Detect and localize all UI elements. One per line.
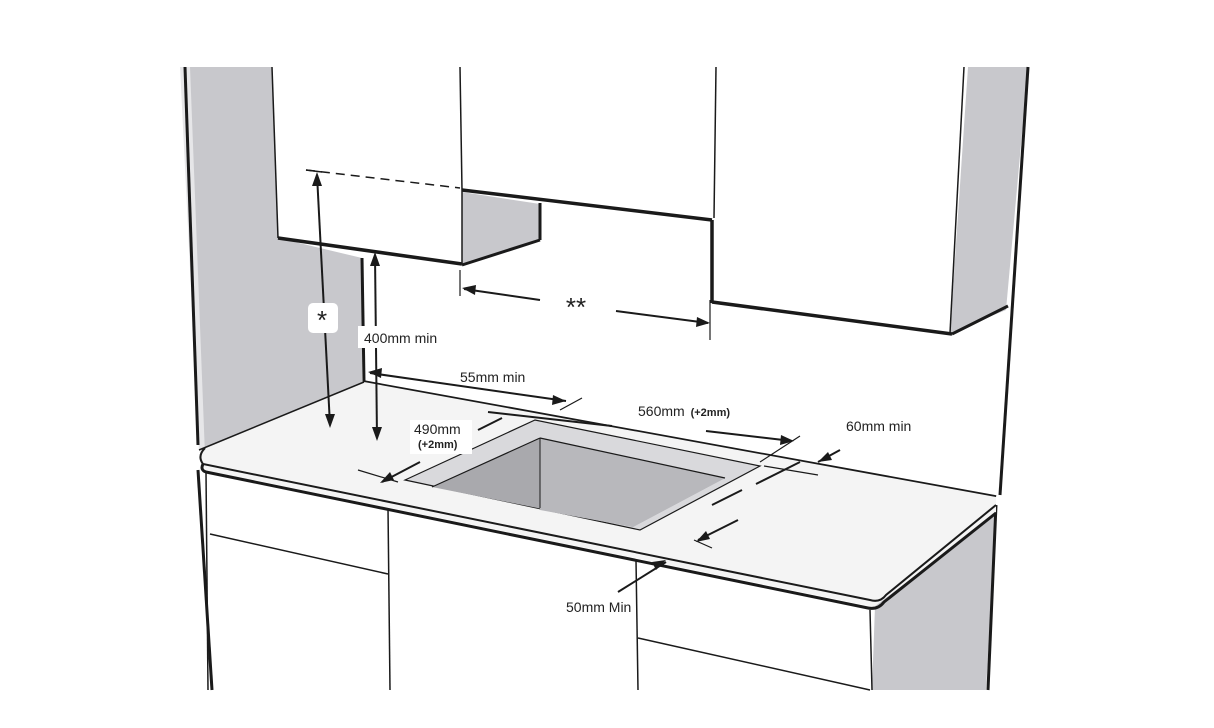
- right-base-side: [872, 515, 996, 690]
- upper-cabinets: [271, 66, 1009, 336]
- countertop-front-edge: [199, 447, 997, 602]
- height-min-label: 400mm min: [364, 330, 437, 346]
- wall-corner: [360, 257, 366, 383]
- width-tolerance: (+2mm): [691, 407, 731, 419]
- width-label: 560mm (+2mm): [638, 403, 730, 419]
- right-wall-panel: [950, 67, 1028, 333]
- star-double-label: **: [566, 292, 586, 322]
- side-gap-label: 60mm min: [846, 418, 911, 434]
- front-gap-label: 50mm Min: [566, 599, 631, 615]
- depth-tolerance-label: (+2mm): [418, 439, 458, 451]
- hob-cutout: [403, 419, 762, 531]
- star-single-label: *: [317, 305, 327, 335]
- base-cabinets: [205, 471, 873, 691]
- depth-label: 490mm: [414, 421, 461, 437]
- rear-gap-label: 55mm min: [460, 369, 525, 385]
- dimension-lines: [312, 172, 841, 593]
- left-wall-panel: [183, 67, 362, 450]
- width-value: 560mm: [638, 403, 685, 419]
